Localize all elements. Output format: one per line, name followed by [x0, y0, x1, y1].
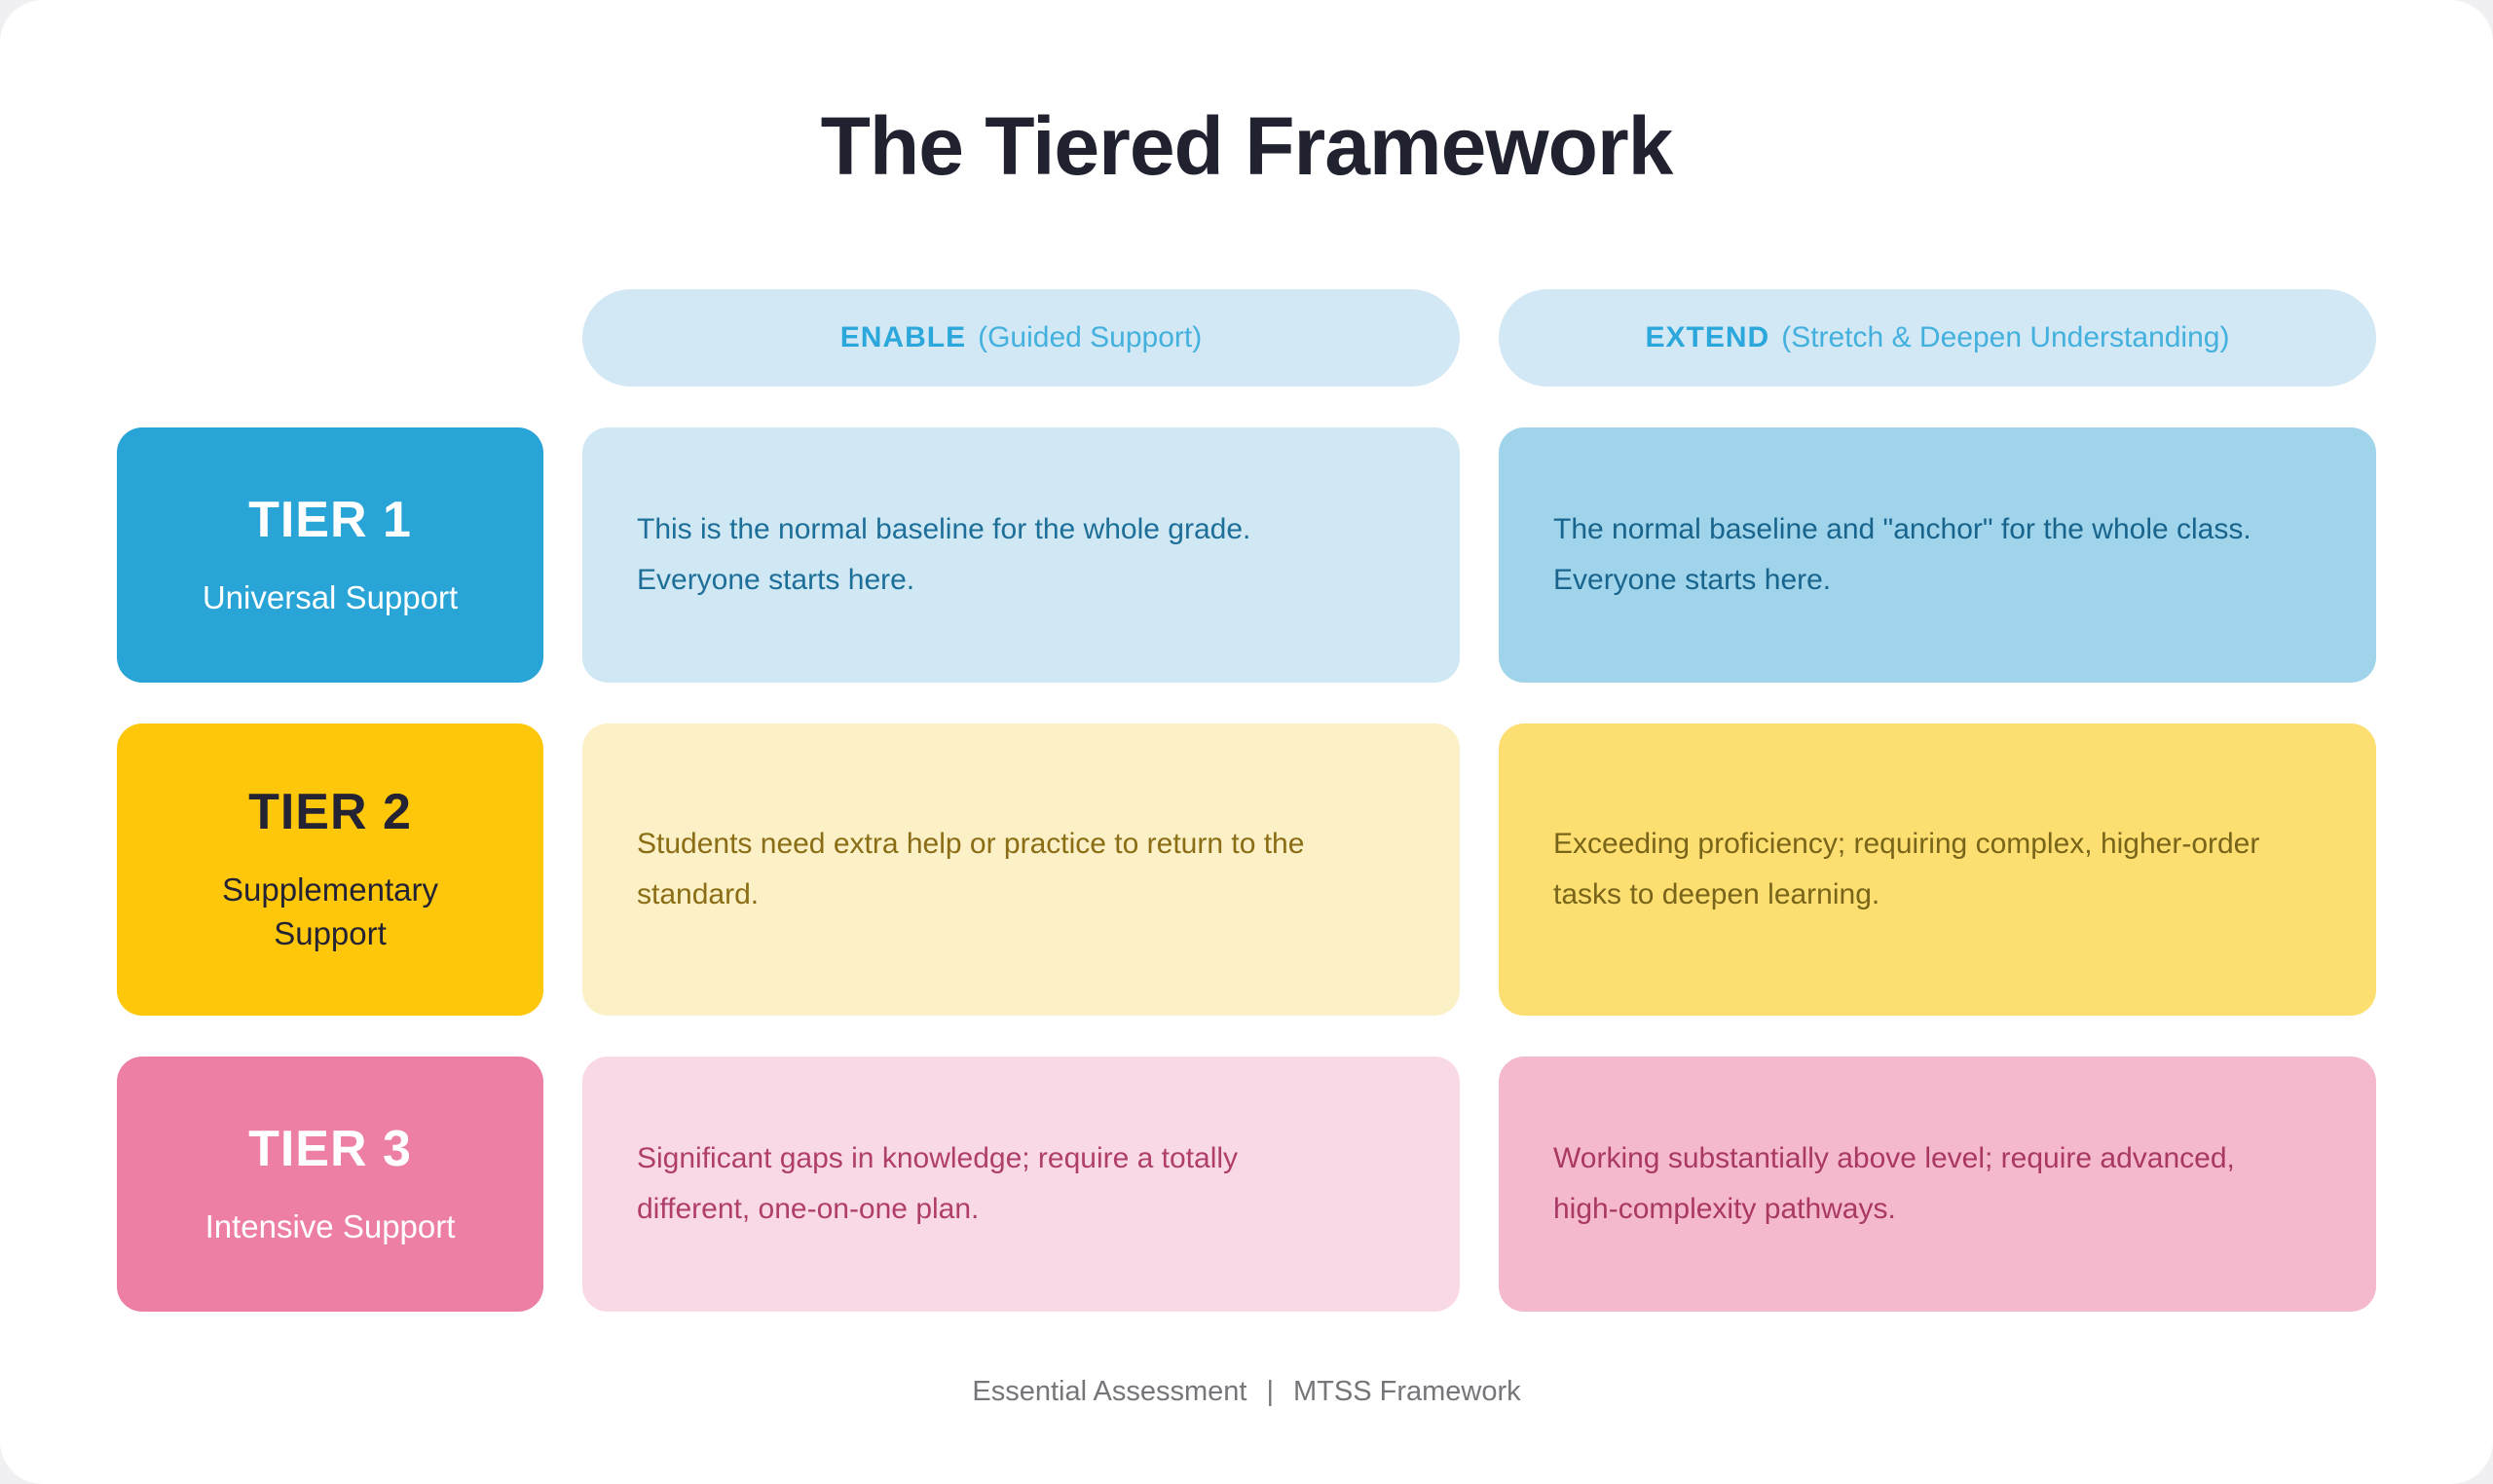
- tier2-subtitle: Supplementary Support: [222, 872, 438, 951]
- extend-sublabel: (Stretch & Deepen Understanding): [1781, 320, 2230, 353]
- tiered-framework-grid: ENABLE (Guided Support) EXTEND (Stretch …: [117, 288, 2376, 1312]
- tier3-card: TIER 3 Intensive Support: [117, 1056, 543, 1312]
- footer: Essential Assessment | MTSS Framework: [0, 1376, 2493, 1408]
- tier3-enable-text: Significant gaps in knowledge; require a…: [637, 1142, 1239, 1225]
- footer-label: MTSS Framework: [1292, 1375, 1521, 1407]
- column-header-enable: ENABLE (Guided Support): [582, 288, 1460, 387]
- tier3-enable-cell: Significant gaps in knowledge; require a…: [582, 1056, 1460, 1312]
- tier3-subtitle: Intensive Support: [205, 1207, 456, 1244]
- tier1-enable-text: This is the normal baseline for the whol…: [637, 513, 1251, 596]
- tier1-extend-text: The normal baseline and "anchor" for the…: [1553, 513, 2251, 596]
- page-title: The Tiered Framework: [820, 100, 1674, 192]
- tier2-enable-text: Students need extra help or practice to …: [637, 828, 1305, 910]
- tier1-card: TIER 1 Universal Support: [117, 427, 543, 683]
- tier2-extend-text: Exceeding proficiency; requiring complex…: [1553, 828, 2260, 910]
- tier2-card: TIER 2 Supplementary Support: [117, 723, 543, 1016]
- tier1-subtitle: Universal Support: [202, 578, 459, 615]
- tier3-extend-cell: Working substantially above level; requi…: [1499, 1056, 2376, 1312]
- column-header-extend: EXTEND (Stretch & Deepen Understanding): [1499, 288, 2376, 387]
- enable-sublabel: (Guided Support): [978, 320, 1203, 353]
- tier2-enable-cell: Students need extra help or practice to …: [582, 723, 1460, 1016]
- footer-divider: |: [1266, 1375, 1274, 1407]
- tier1-enable-cell: This is the normal baseline for the whol…: [582, 427, 1460, 683]
- footer-brand: Essential Assessment: [972, 1375, 1247, 1407]
- tier2-extend-cell: Exceeding proficiency; requiring complex…: [1499, 723, 2376, 1016]
- tier1-name: TIER 1: [248, 491, 412, 548]
- tier1-extend-cell: The normal baseline and "anchor" for the…: [1499, 427, 2376, 683]
- tier3-extend-text: Working substantially above level; requi…: [1553, 1142, 2235, 1225]
- tier2-name: TIER 2: [248, 784, 412, 841]
- enable-label: ENABLE: [839, 320, 967, 353]
- header-spacer: [117, 289, 543, 387]
- extend-label: EXTEND: [1645, 320, 1770, 353]
- tier3-name: TIER 3: [248, 1120, 412, 1177]
